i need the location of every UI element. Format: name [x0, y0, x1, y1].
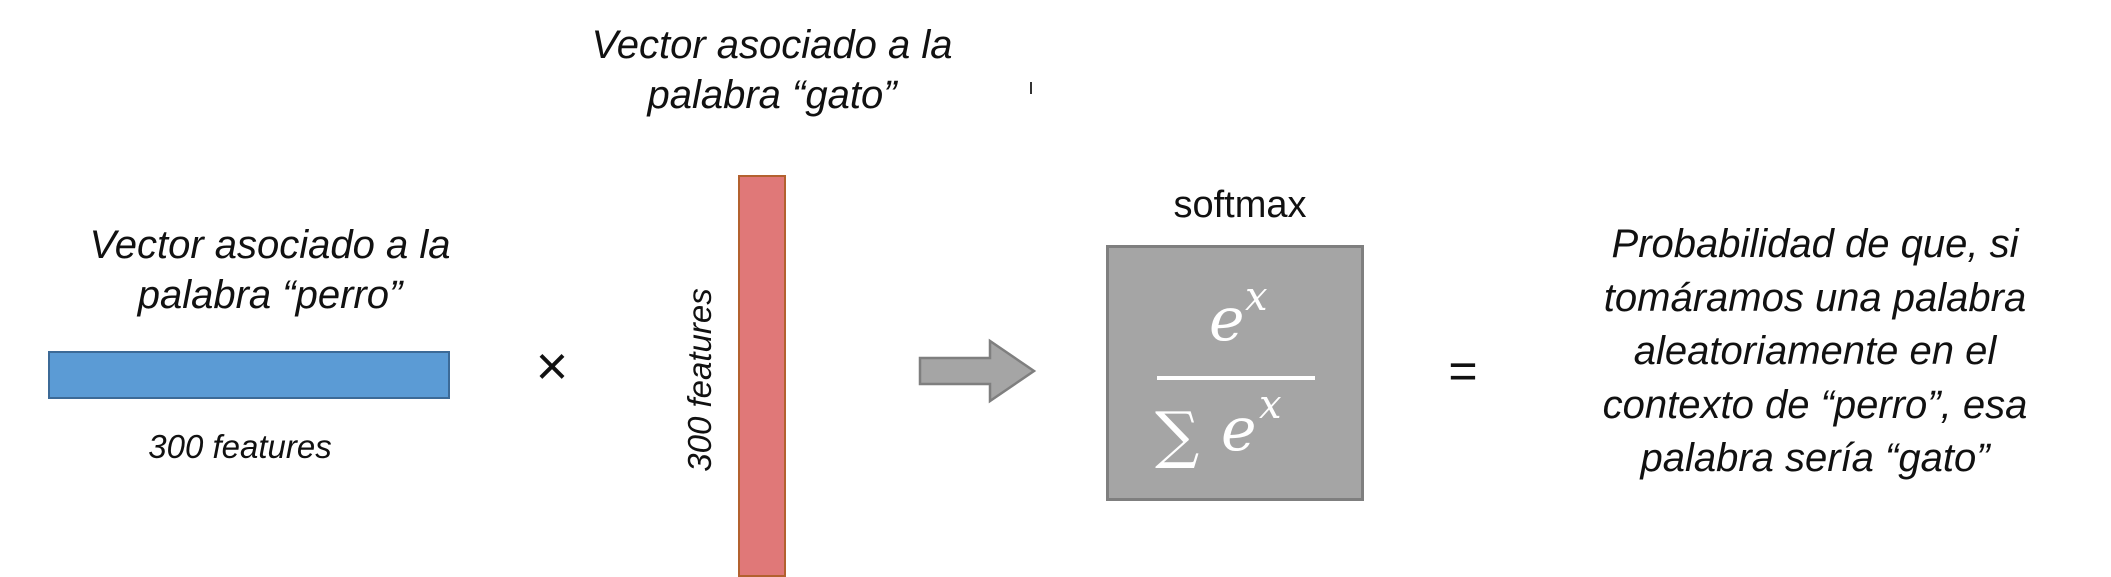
stray-mark — [1030, 82, 1032, 94]
softmax-title: softmax — [1173, 184, 1307, 226]
gato-label-line1: Vector asociado a la — [591, 23, 953, 67]
gato-label-line2: palabra “gato” — [647, 73, 897, 117]
perro-vector-bar — [48, 351, 450, 399]
result-line1: Probabilidad de que, si — [1611, 222, 2019, 266]
gato-vector-bar — [738, 175, 786, 577]
softmax-formula: e x ∑ e x — [1155, 274, 1315, 471]
equals-operator: = — [1448, 343, 1478, 399]
result-line3: aleatoriamente en el — [1633, 329, 1997, 374]
perro-label-line1: Vector asociado a la — [89, 223, 451, 267]
formula-denominator-exponent: x — [1259, 382, 1282, 428]
formula-numerator-base: e — [1209, 285, 1245, 355]
formula-denominator-base: e — [1221, 395, 1257, 465]
result-line5: palabra sería “gato” — [1640, 436, 1990, 481]
softmax-box: e x ∑ e x — [1106, 245, 1364, 501]
perro-features-label: 300 features — [148, 428, 332, 465]
formula-fraction-bar — [1157, 376, 1315, 380]
result-line4: contexto de “perro”, esa — [1602, 382, 2028, 427]
gato-features-label: 300 features — [681, 288, 718, 472]
gato-vector-label: Vector asociado a la palabra “gato” — [572, 20, 972, 120]
formula-numerator-exponent: x — [1245, 274, 1268, 320]
right-arrow-icon — [918, 338, 1037, 404]
perro-label-line2: palabra “perro” — [137, 273, 403, 317]
result-line2: tomáramos una palabra — [1603, 275, 2027, 320]
result-description: Probabilidad de que, si tomáramos una pa… — [1565, 218, 2065, 486]
formula-sum-symbol: ∑ — [1155, 398, 1199, 471]
multiply-operator: × — [535, 334, 569, 397]
perro-vector-label: Vector asociado a la palabra “perro” — [40, 220, 500, 320]
